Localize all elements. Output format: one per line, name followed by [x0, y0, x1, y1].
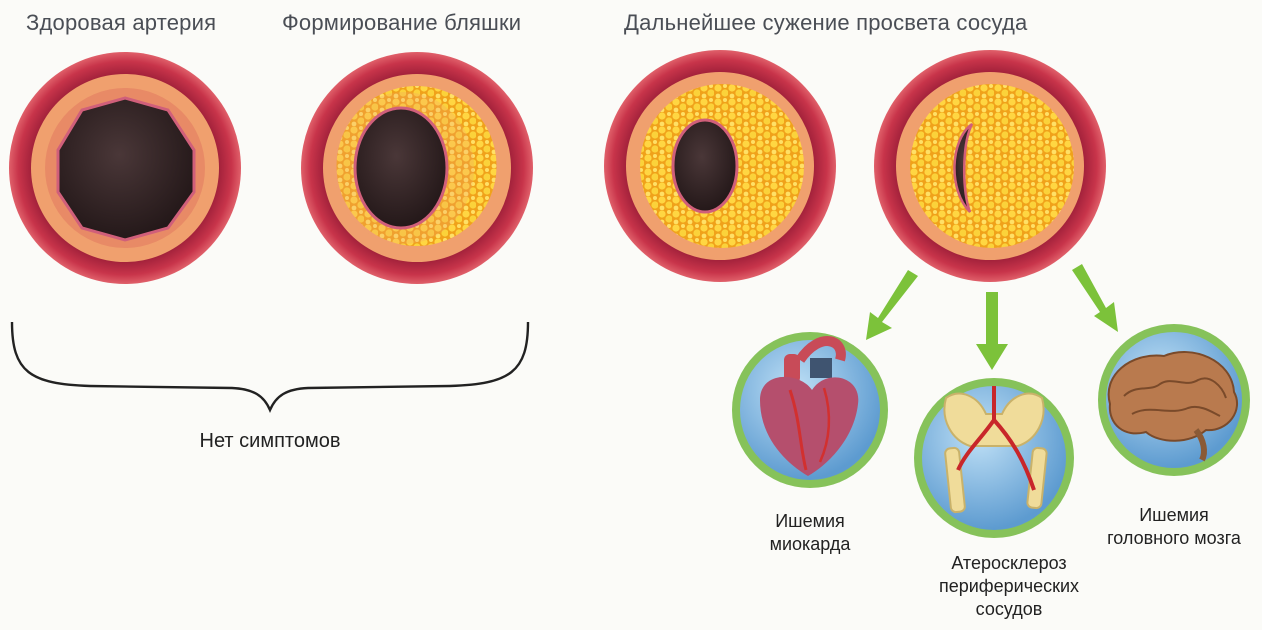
label-line: Ишемия [740, 510, 880, 533]
severely-narrowed-artery [874, 50, 1106, 282]
label-line: Атеросклероз [924, 552, 1094, 575]
label-line: сосудов [924, 598, 1094, 621]
label-line: периферических [924, 575, 1094, 598]
narrowed-artery [604, 50, 836, 282]
label-peripheral-atherosclerosis: Атеросклероз периферических сосудов [924, 552, 1094, 621]
label-myocardial-ischemia: Ишемия миокарда [740, 510, 880, 556]
pelvis-badge [914, 378, 1074, 538]
plaque-forming-artery [301, 52, 533, 284]
arrow-to-heart [866, 270, 918, 340]
arrow-to-brain [1072, 264, 1118, 332]
label-line: миокарда [740, 533, 880, 556]
heart-badge [732, 332, 888, 488]
label-cerebral-ischemia: Ишемия головного мозга [1092, 504, 1256, 550]
no-symptoms-label: Нет симптомов [176, 430, 364, 453]
no-symptoms-brace [12, 322, 528, 410]
arrow-to-pelvis [976, 292, 1008, 370]
label-line: Ишемия [1092, 504, 1256, 527]
healthy-artery [9, 52, 241, 284]
brain-badge [1098, 324, 1250, 476]
label-line: головного мозга [1092, 527, 1256, 550]
